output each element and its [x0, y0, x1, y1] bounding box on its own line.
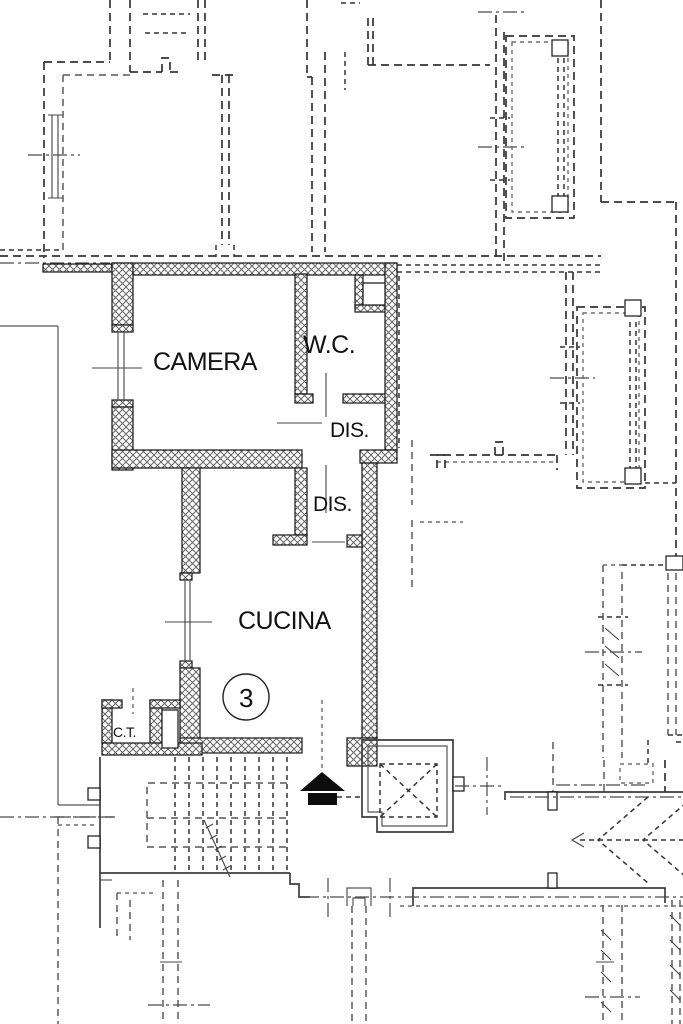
neighbor-outlines-right — [393, 264, 676, 587]
label-camera: CAMERA — [153, 348, 258, 376]
label-cucina: CUCINA — [238, 607, 332, 635]
neighbor-outlines-top-left — [28, 0, 238, 258]
unit-number-badge — [222, 673, 270, 721]
corridor — [305, 785, 683, 907]
label-dis-upper: DIS. — [330, 419, 369, 442]
neighbor-outlines-top-right — [306, 0, 677, 556]
neighbor-outlines-right-lower — [556, 555, 683, 792]
windows — [92, 332, 212, 661]
entrance-arrow-base — [308, 793, 337, 805]
door-leaves — [132, 373, 345, 714]
staircase — [55, 757, 310, 1024]
duct-shaft — [362, 282, 386, 306]
apartment-walls — [42, 262, 398, 767]
entrance-arrow — [300, 700, 362, 805]
label-dis-lower: DIS. — [313, 493, 352, 516]
elevator-cab — [379, 763, 438, 818]
bottom-outlines — [327, 878, 681, 1024]
direction-arrow-head — [570, 832, 585, 848]
label-ct: C.T. — [113, 724, 136, 740]
ct-door-panel — [161, 709, 179, 749]
elevator-x-icon — [379, 763, 438, 818]
label-unit-number: 3 — [239, 683, 253, 713]
entrance-arrow-head — [300, 772, 345, 791]
label-wc: W.C. — [303, 331, 355, 359]
stair-treads — [174, 757, 288, 873]
room-labels: CAMERA W.C. DIS. DIS. CUCINA C.T. 3 — [113, 331, 369, 740]
stair-cut-line — [203, 819, 231, 878]
